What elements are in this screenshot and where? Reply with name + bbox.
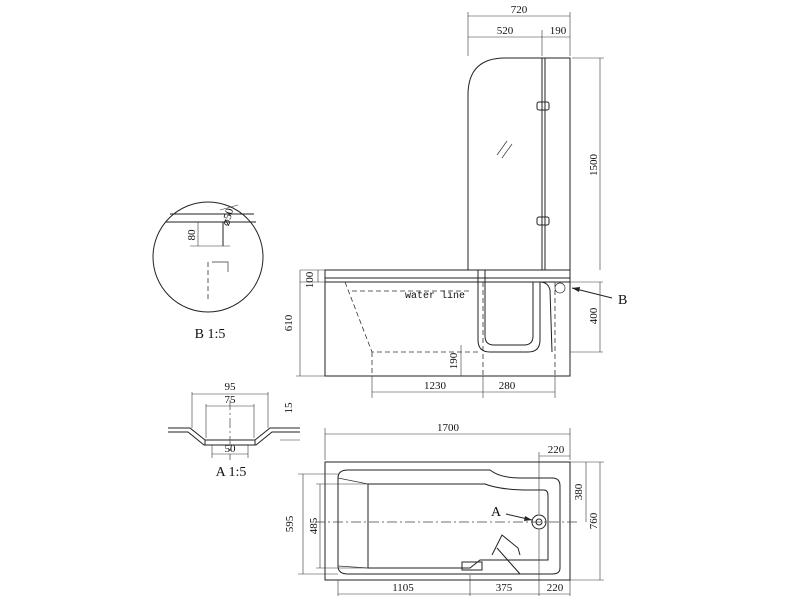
detail-a-dim-75: 75: [225, 394, 237, 406]
detail-b-dim-80: 80: [186, 229, 198, 241]
dim-1500: 1500: [588, 154, 600, 177]
shower-screen: [467, 12, 604, 270]
dim-1230: 1230: [424, 380, 447, 392]
dim-220-bottom: 220: [547, 582, 564, 594]
detail-b-dim-diameter: ⌀50: [220, 207, 236, 228]
dim-190-seat: 190: [448, 352, 460, 369]
dim-1105: 1105: [392, 582, 414, 594]
detail-a-dim-95: 95: [225, 381, 237, 393]
dim-375: 375: [496, 582, 513, 594]
hinge-bottom: [536, 216, 550, 226]
callout-b: B: [618, 293, 627, 308]
dim-720: 720: [511, 4, 528, 16]
detail-a: [168, 392, 300, 460]
dim-595: 595: [284, 515, 296, 532]
dim-100: 100: [304, 271, 316, 288]
dim-1700: 1700: [437, 422, 460, 434]
plan-view: [298, 428, 604, 596]
detail-a-title: A 1:5: [216, 465, 247, 480]
dim-485: 485: [308, 517, 320, 534]
callout-a: A: [491, 505, 502, 520]
glass-mark: [496, 140, 508, 156]
dim-610: 610: [283, 314, 295, 331]
detail-b: [152, 201, 264, 313]
dim-220-top: 220: [548, 444, 565, 456]
drain: [531, 514, 547, 530]
dim-400: 400: [588, 307, 600, 324]
water-line-label: water line: [405, 290, 465, 302]
dim-280: 280: [499, 380, 516, 392]
dim-190-screen: 190: [550, 25, 567, 37]
hinge-top: [536, 101, 550, 111]
dim-760: 760: [588, 512, 600, 529]
detail-a-dim-50: 50: [225, 443, 237, 455]
side-elevation: [296, 269, 613, 398]
detail-a-dim-15: 15: [283, 402, 295, 414]
dim-380: 380: [573, 483, 585, 500]
dim-520: 520: [497, 25, 514, 37]
detail-b-title: B 1:5: [195, 327, 226, 342]
